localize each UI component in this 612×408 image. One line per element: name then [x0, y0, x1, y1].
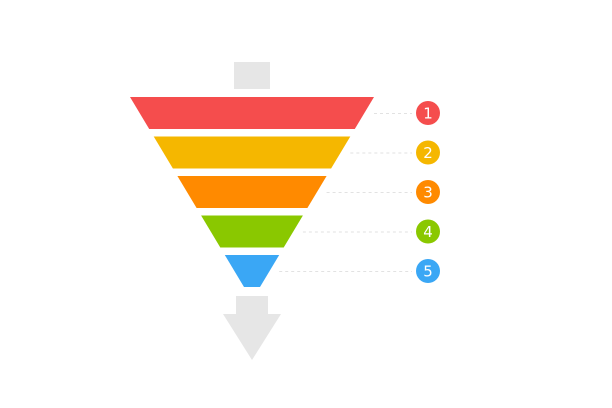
badge-circle — [416, 259, 440, 283]
funnel-layer-2 — [153, 136, 351, 169]
badge-number: 5 — [423, 263, 433, 281]
funnel-layer-3 — [177, 176, 327, 208]
badge-number: 2 — [423, 144, 433, 162]
stage-badge-5: 5 — [416, 259, 440, 283]
badge-number: 3 — [423, 184, 433, 202]
stage-badge-2: 2 — [416, 140, 440, 165]
funnel-layer-5 — [224, 255, 280, 287]
stage-badge-4: 4 — [416, 219, 440, 244]
funnel-layers — [130, 97, 374, 287]
badge-circle — [416, 140, 440, 165]
badge-number: 1 — [423, 105, 433, 123]
funnel-layer-4 — [201, 215, 303, 248]
stage-badges: 1 2 3 4 5 — [416, 101, 440, 283]
connector-lines — [279, 113, 412, 272]
badge-circle — [416, 180, 440, 204]
stage-badge-3: 3 — [416, 180, 440, 204]
stage-badge-1: 1 — [416, 101, 440, 125]
badge-circle — [416, 101, 440, 125]
square-entry-icon — [234, 62, 270, 89]
funnel-layer-1 — [130, 97, 374, 129]
badge-circle — [416, 219, 440, 244]
badge-number: 4 — [423, 223, 433, 241]
down-arrow-icon — [223, 296, 281, 360]
